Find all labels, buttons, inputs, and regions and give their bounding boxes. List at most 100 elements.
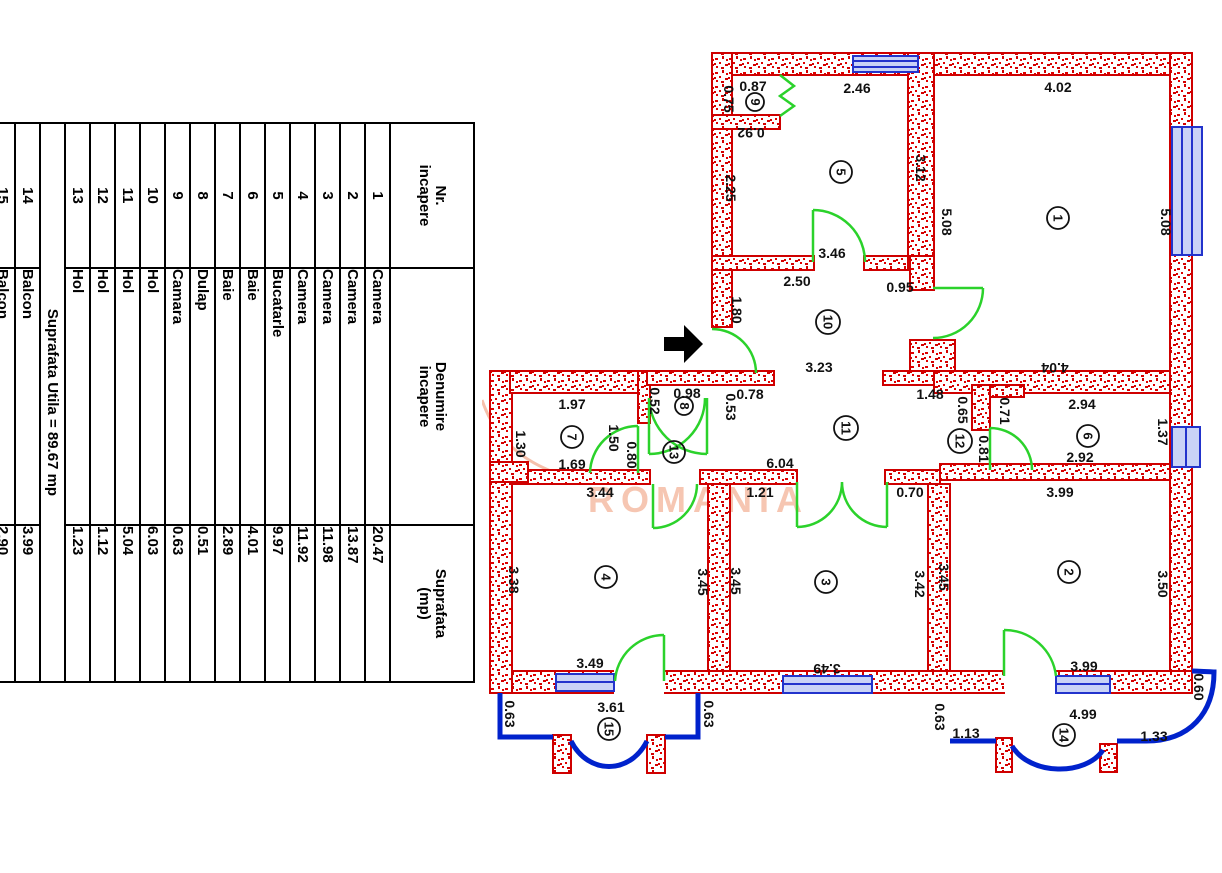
cell-nr: 12 — [90, 123, 115, 268]
cell-area: 11.92 — [290, 525, 315, 682]
dim-label: 3.49 — [576, 655, 603, 671]
dim-label: 6.04 — [766, 455, 793, 471]
dim-label: 1.21 — [746, 484, 773, 500]
dim-label: 0.65 — [955, 396, 971, 423]
dim-label: 0.70 — [896, 484, 923, 500]
door-openings — [614, 669, 1055, 695]
cell-area: 2.89 — [215, 525, 240, 682]
svg-text:10: 10 — [821, 315, 836, 329]
dim-label: 3.49 — [813, 661, 840, 677]
cell-name: Camera — [290, 268, 315, 525]
summary-utila-row: Suprafata Utila = 89.67 mp — [40, 123, 65, 682]
dim-label: 0.63 — [502, 700, 518, 727]
window-icon — [555, 673, 615, 692]
dim-label: 3.99 — [1046, 484, 1073, 500]
entrance-door — [711, 327, 758, 374]
cell-nr: 5 — [265, 123, 290, 268]
cell-area: 3.99 — [15, 525, 40, 682]
door-room2 — [1002, 628, 1058, 677]
dim-label: 1.30 — [513, 430, 529, 457]
cell-area: 1.23 — [65, 525, 90, 682]
cell-name: Hol — [115, 268, 140, 525]
svg-text:4: 4 — [599, 573, 614, 581]
cell-nr: 8 — [190, 123, 215, 268]
dim-label: 0.60 — [1191, 673, 1207, 700]
cell-name: Hol — [65, 268, 90, 525]
dim-label: 1.33 — [1140, 728, 1167, 744]
dim-label: 2.50 — [783, 273, 810, 289]
area-table-rotated: Nr. incapere Denumire incapere Suprafata… — [0, 122, 475, 682]
cell-nr: 3 — [315, 123, 340, 268]
room-number-3: 3 — [814, 570, 838, 594]
dim-label: 3.46 — [818, 245, 845, 261]
doors — [588, 74, 1058, 682]
header-nr: Nr. incapere — [416, 164, 449, 227]
dim-label: 2.92 — [1066, 449, 1093, 465]
dim-label: 0.52 — [647, 387, 663, 414]
cell-area: 0.51 — [190, 525, 215, 682]
dim-label: 0.87 — [739, 78, 766, 94]
dim-label: 1.50 — [606, 424, 622, 451]
balcony-14-outline — [950, 668, 1217, 772]
cell-area: 4.01 — [240, 525, 265, 682]
folding-door-room9 — [777, 74, 797, 118]
cell-name: Camara — [165, 268, 190, 525]
room-number-10: 10 — [815, 309, 841, 335]
svg-text:5: 5 — [834, 168, 849, 175]
cell-name: Bucatarle — [265, 268, 290, 525]
dim-label: 2.94 — [1068, 396, 1095, 412]
window-icon — [782, 675, 873, 694]
table-header-row: Nr. incapere Denumire incapere Suprafata… — [390, 123, 474, 682]
cell-area: 11.98 — [315, 525, 340, 682]
dim-label: 1.13 — [952, 725, 979, 741]
dim-label: 3.12 — [913, 154, 929, 181]
cell-nr: 15 — [0, 123, 15, 268]
cell-nr: 6 — [240, 123, 265, 268]
cell-area: 6.03 — [140, 525, 165, 682]
room-number-2: 2 — [1057, 560, 1081, 584]
watermark-text: ROMANIA — [588, 479, 809, 520]
svg-text:15: 15 — [602, 722, 617, 736]
cell-nr: 11 — [115, 123, 140, 268]
dim-label: 1.97 — [558, 396, 585, 412]
dim-label: 3.42 — [912, 570, 928, 597]
cell-area: 9.97 — [265, 525, 290, 682]
dim-label: 3.45 — [936, 563, 952, 590]
cell-name: Dulap — [190, 268, 215, 525]
dim-label: 0.81 — [976, 435, 992, 462]
dim-label: 2.25 — [723, 174, 739, 201]
cell-area: 13.87 — [340, 525, 365, 682]
dim-label: 0.63 — [932, 703, 948, 730]
door-hall13-room4 — [651, 483, 699, 530]
windows — [555, 55, 1203, 694]
door-room6 — [988, 426, 1034, 471]
cell-name: Balcon — [0, 268, 15, 525]
svg-text:2: 2 — [1062, 568, 1077, 575]
cell-nr: 2 — [340, 123, 365, 268]
room-number-8: 8 — [674, 396, 694, 416]
area-table: Nr. incapere Denumire incapere Suprafata… — [0, 122, 475, 683]
dim-label: 0.92 — [737, 125, 764, 141]
balcony-15-outline — [497, 693, 701, 769]
cell-nr: 7 — [215, 123, 240, 268]
room-number-6: 6 — [1076, 424, 1100, 448]
cell-area: 0.63 — [165, 525, 190, 682]
room-number-13: 13 — [662, 440, 686, 464]
svg-text:13: 13 — [667, 445, 682, 459]
cell-name: Baie — [240, 268, 265, 525]
dim-label: 1.37 — [1155, 418, 1171, 445]
door-room7 — [588, 424, 640, 474]
cell-name: Hol — [140, 268, 165, 525]
dim-label: 3.38 — [506, 566, 522, 593]
cell-name: Camera — [315, 268, 340, 525]
door-room1 — [932, 286, 985, 340]
dimension-labels: 0.87 0.75 0.92 2.46 2.25 3.12 4.02 5.08 … — [502, 78, 1207, 744]
room-number-7: 7 — [560, 425, 584, 449]
